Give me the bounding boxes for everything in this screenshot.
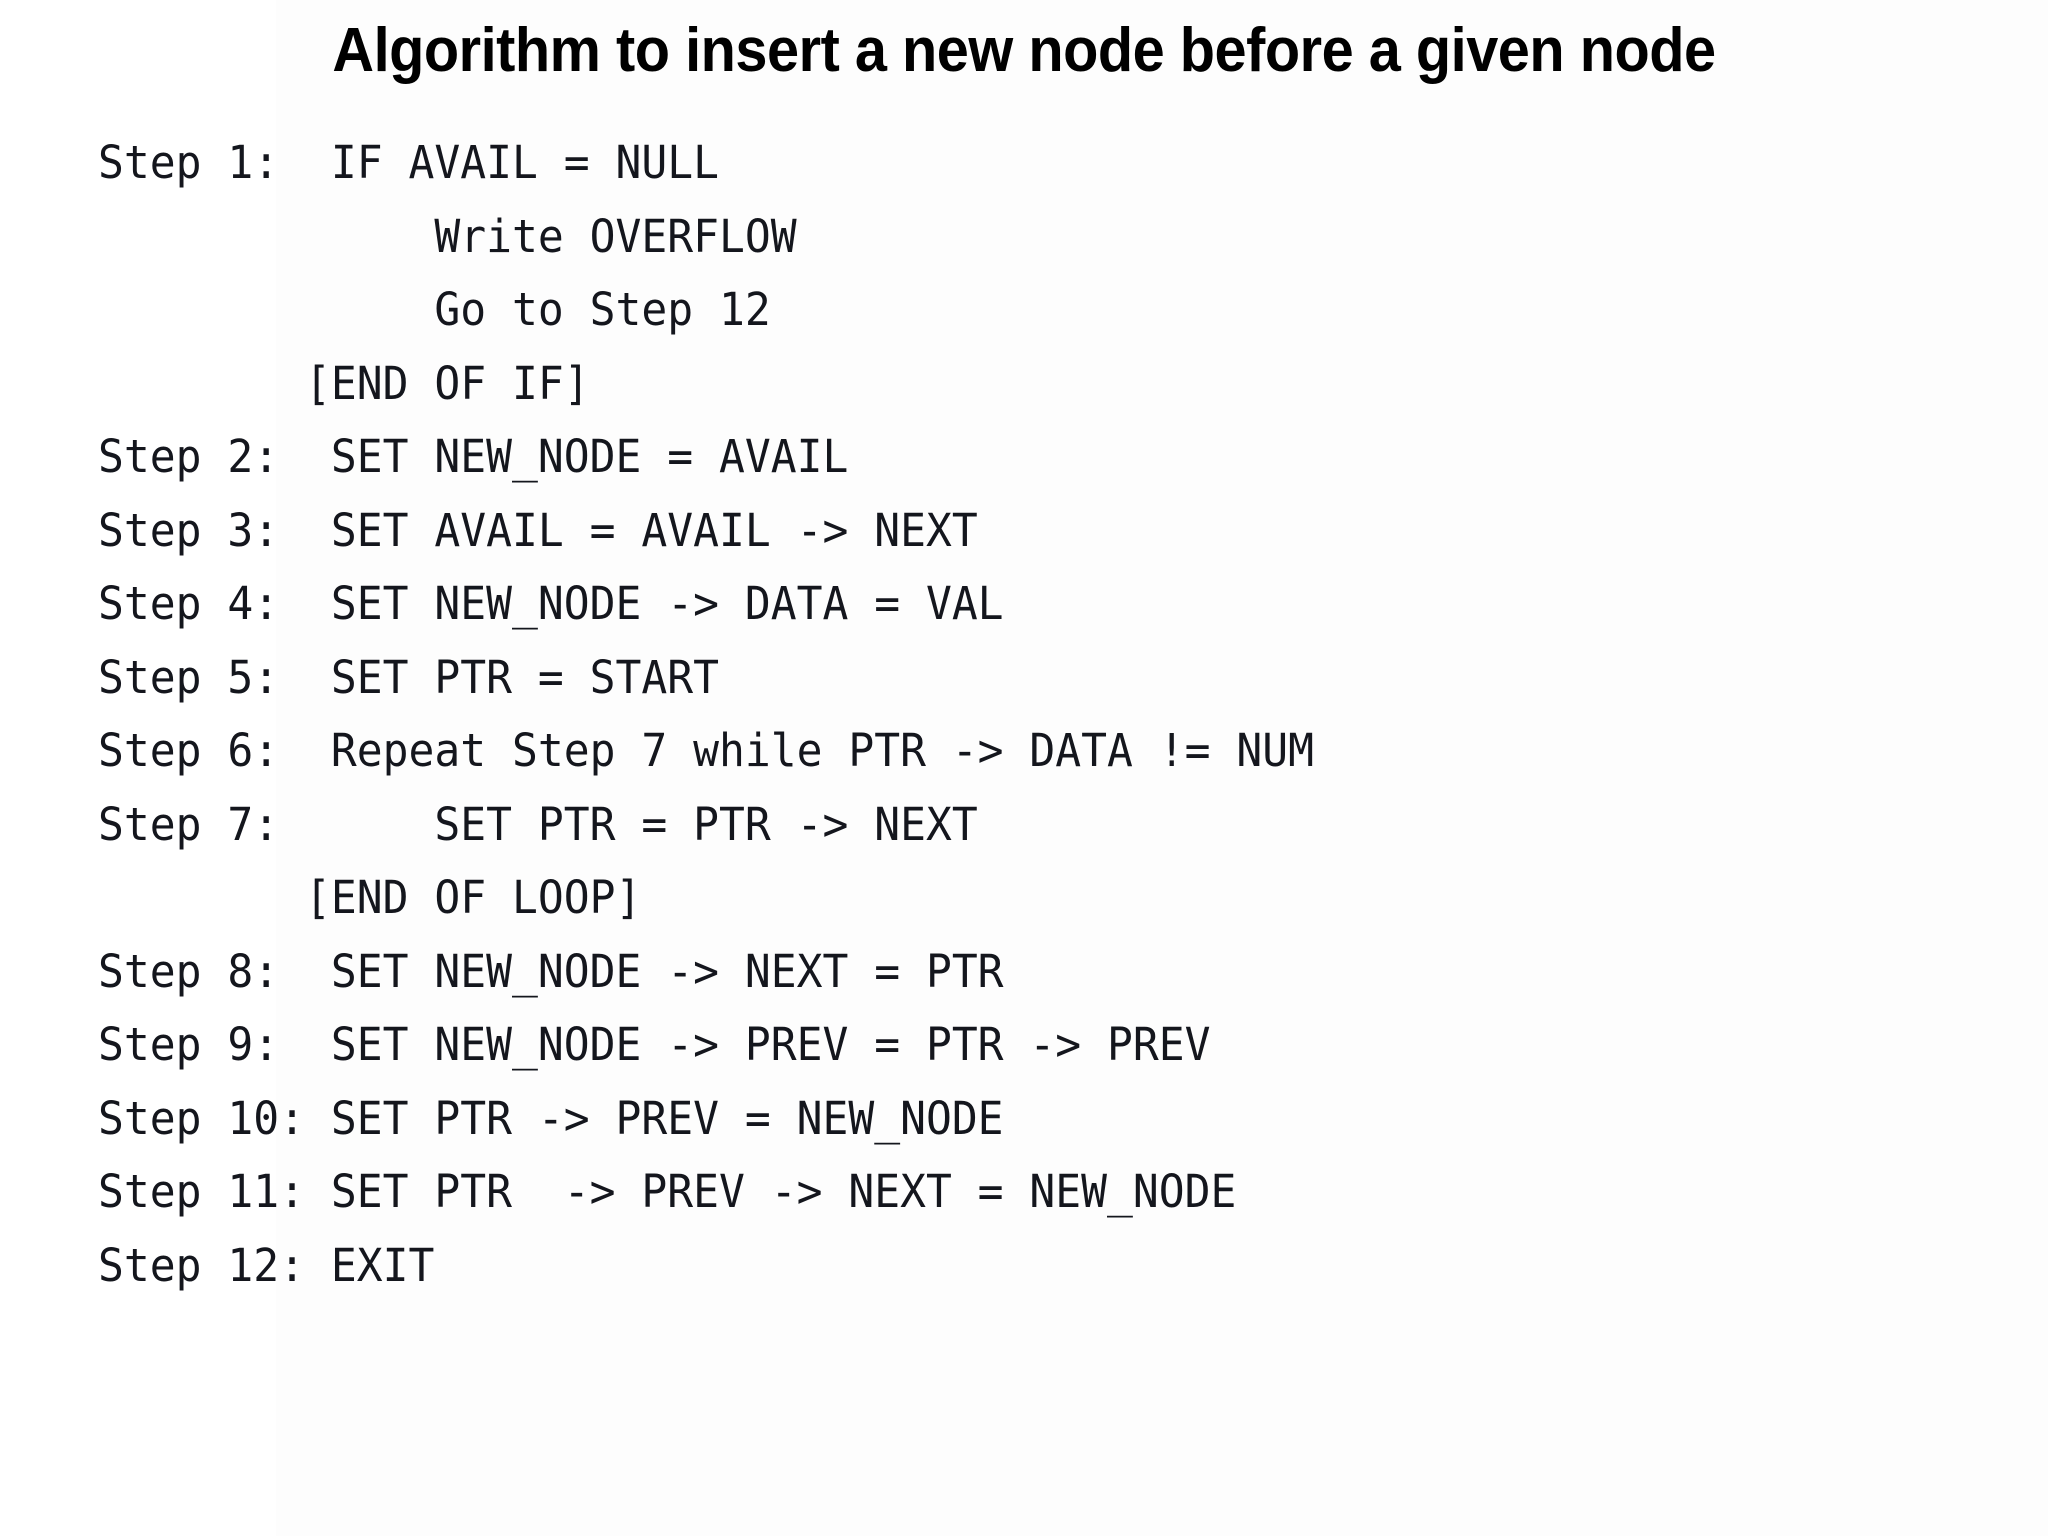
algorithm-line: Step 2: SET NEW_NODE = AVAIL xyxy=(98,430,849,483)
page-title: Algorithm to insert a new node before a … xyxy=(332,16,1716,85)
algorithm-line: Step 12: EXIT xyxy=(98,1238,435,1292)
algorithm-line: Write OVERFLOW xyxy=(98,209,797,263)
algorithm-line: Step 10: SET PTR -> PREV = NEW_NODE xyxy=(98,1091,1004,1145)
algorithm-line: Step 11: SET PTR -> PREV -> NEXT = NEW_N… xyxy=(98,1165,1237,1218)
algorithm-line: Step 5: SET PTR = START xyxy=(98,650,719,704)
algorithm-line: Step 1: IF AVAIL = NULL xyxy=(98,136,719,189)
algorithm-line: [END OF LOOP] xyxy=(98,871,642,924)
algorithm-line: Step 4: SET NEW_NODE -> DATA = VAL xyxy=(98,577,1004,630)
algorithm-code-block: Step 1: IF AVAIL = NULL Write OVERFLOW G… xyxy=(98,126,1998,1302)
algorithm-line: Step 7: SET PTR = PTR -> NEXT xyxy=(98,797,978,851)
algorithm-line: Step 6: Repeat Step 7 while PTR -> DATA … xyxy=(98,724,1315,777)
algorithm-line: Go to Step 12 xyxy=(98,283,771,336)
slide-background-panel xyxy=(276,0,2048,1536)
algorithm-line: Step 3: SET AVAIL = AVAIL -> NEXT xyxy=(98,503,978,557)
algorithm-line: [END OF IF] xyxy=(98,356,590,410)
algorithm-line: Step 8: SET NEW_NODE -> NEXT = PTR xyxy=(98,944,1004,998)
algorithm-line: Step 9: SET NEW_NODE -> PREV = PTR -> PR… xyxy=(98,1018,1211,1071)
